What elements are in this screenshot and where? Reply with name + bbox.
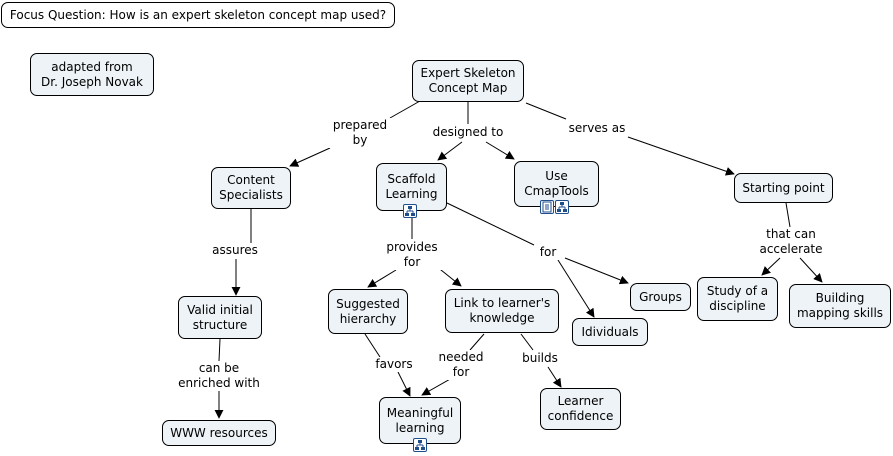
link-designed-to: designed to — [430, 125, 506, 140]
link-can-be-enriched-with: can be enriched with — [174, 361, 264, 391]
scaffold-resources — [403, 204, 417, 218]
link-provides-for: provides for — [382, 240, 442, 270]
concept-learner-confidence[interactable]: Learner confidence — [540, 388, 621, 430]
concept-starting-point[interactable]: Starting point — [734, 173, 833, 203]
cmaptools-resources — [540, 200, 569, 214]
concept-building-mapping-skills[interactable]: Building mapping skills — [789, 284, 891, 328]
concept-map-icon[interactable] — [413, 438, 427, 452]
link-builds: builds — [519, 351, 561, 366]
concept-meaningful-learning[interactable]: Meaningful learning — [379, 397, 461, 444]
concept-expert-skeleton[interactable]: Expert Skeleton Concept Map — [412, 60, 524, 102]
focus-question: Focus Question: How is an expert skeleto… — [1, 2, 395, 28]
concept-suggested-hierarchy[interactable]: Suggested hierarchy — [328, 289, 408, 334]
concept-groups[interactable]: Groups — [630, 283, 691, 311]
concept-content-specialists[interactable]: Content Specialists — [211, 167, 291, 209]
document-icon[interactable] — [540, 200, 554, 214]
link-serves-as: serves as — [564, 121, 630, 136]
concept-www-resources[interactable]: WWW resources — [162, 420, 276, 446]
link-prepared-by: prepared by — [329, 118, 391, 148]
concept-individuals[interactable]: Idividuals — [572, 318, 648, 346]
concept-study-discipline[interactable]: Study of a discipline — [697, 277, 778, 321]
link-favors: favors — [371, 357, 417, 372]
concept-map-icon[interactable] — [555, 200, 569, 214]
concept-link-learner-knowledge[interactable]: Link to learner's knowledge — [445, 289, 559, 333]
concept-map-icon[interactable] — [403, 204, 417, 218]
concept-valid-initial-structure[interactable]: Valid initial structure — [178, 296, 262, 339]
concept-use-cmaptools[interactable]: Use CmapTools — [514, 161, 599, 207]
link-for: for — [536, 245, 560, 260]
attribution-note: adapted from Dr. Joseph Novak — [30, 53, 154, 96]
link-needed-for: needed for — [436, 350, 486, 380]
link-assures: assures — [208, 243, 262, 258]
concept-scaffold-learning[interactable]: Scaffold Learning — [376, 163, 447, 211]
meaningful-resources — [413, 438, 427, 452]
link-that-can-accelerate: that can accelerate — [756, 227, 826, 257]
